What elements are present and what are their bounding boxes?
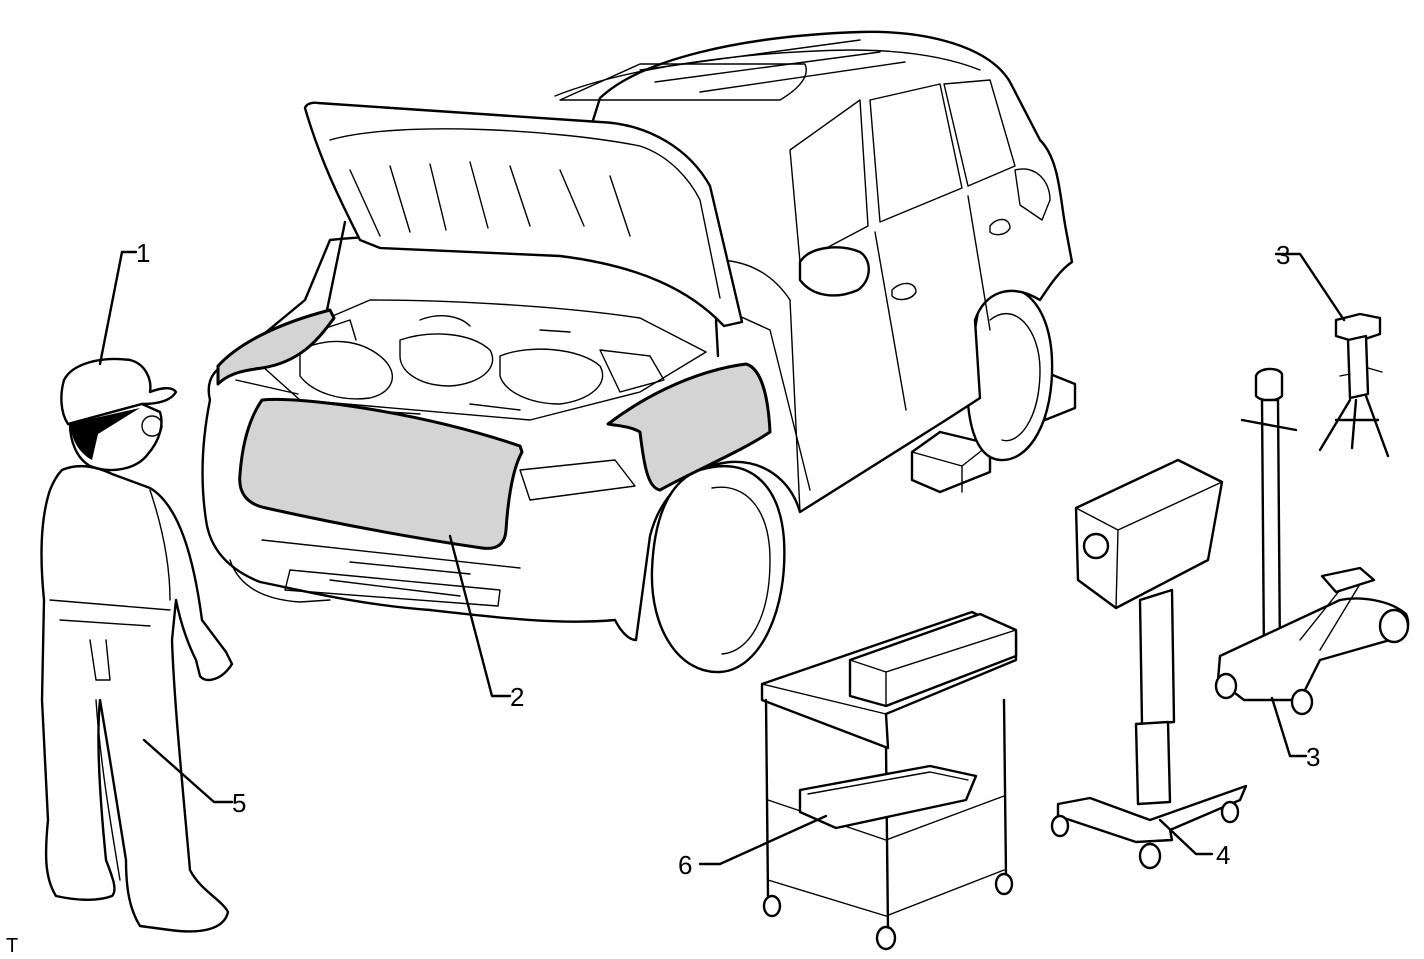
callout-headlight-tester: 4 bbox=[1216, 840, 1230, 870]
tester-caster-1 bbox=[1050, 814, 1070, 838]
tester-caster-2 bbox=[1138, 842, 1162, 870]
leader-worker-cap bbox=[98, 250, 138, 366]
worker-eye bbox=[141, 415, 163, 437]
leader-floor-jack bbox=[1270, 696, 1308, 758]
engine-component-a bbox=[299, 340, 393, 400]
protective-covers bbox=[216, 308, 772, 550]
jack-rear-wheel-left bbox=[1214, 672, 1238, 700]
callout-jack-stand: 3 bbox=[1276, 240, 1290, 270]
right-fender-cover bbox=[606, 362, 772, 492]
callout-worker-clothes: 5 bbox=[232, 788, 246, 818]
jack-handle-crossbar bbox=[1240, 418, 1298, 432]
front-wheel bbox=[650, 465, 786, 674]
front-spoiler bbox=[229, 559, 331, 603]
engine-bay-outline bbox=[261, 299, 707, 421]
callout-numbers: 1 2 3 3 4 5 6 T bbox=[6, 238, 1320, 957]
leader-headlight-tester bbox=[1158, 818, 1214, 856]
hood-latch-post bbox=[714, 318, 720, 358]
hood-ribs bbox=[349, 161, 631, 237]
front-door-window bbox=[789, 99, 869, 263]
leader-jack-stand bbox=[1274, 252, 1346, 322]
callout-worker-cap: 1 bbox=[136, 238, 150, 268]
chock-edge bbox=[911, 443, 991, 493]
callout-floor-jack: 3 bbox=[1306, 742, 1320, 772]
leader-parts-cart-tray bbox=[698, 814, 828, 866]
front-bumper-lines bbox=[261, 539, 521, 607]
engine-component-c bbox=[499, 348, 604, 405]
cart-tray-rim bbox=[807, 771, 969, 795]
jack-front-wheel bbox=[1378, 608, 1410, 644]
front-door-handle bbox=[891, 282, 917, 301]
rear-door-handle bbox=[989, 218, 1011, 236]
jack-stand-legs bbox=[1318, 394, 1390, 458]
side-mirror bbox=[798, 246, 870, 297]
tester-pivot-knob bbox=[1082, 532, 1110, 560]
callout-parts-cart-tray: 6 bbox=[678, 850, 692, 880]
rear-door-window bbox=[869, 83, 963, 223]
floor-jack bbox=[1214, 367, 1410, 716]
tester-upper-column bbox=[1138, 588, 1176, 726]
leader-lines bbox=[98, 250, 1346, 866]
grille-cover bbox=[238, 397, 524, 550]
corner-mark: T bbox=[6, 935, 18, 957]
technician bbox=[40, 357, 234, 933]
jack-stand bbox=[1318, 312, 1390, 458]
tester-caster-3 bbox=[1220, 800, 1240, 824]
jack-stand-column bbox=[1346, 334, 1370, 400]
tester-head-edges bbox=[1075, 481, 1223, 609]
tester-head bbox=[1074, 458, 1224, 610]
cart-caster-2 bbox=[875, 925, 897, 951]
vehicle bbox=[201, 30, 1077, 674]
cart-tray bbox=[798, 764, 978, 830]
cart-caster-3 bbox=[994, 872, 1014, 896]
jack-body bbox=[1216, 597, 1410, 702]
open-hood bbox=[303, 101, 744, 328]
leader-grille-cover bbox=[448, 534, 512, 698]
roof-rail bbox=[554, 49, 981, 97]
door-seams bbox=[789, 195, 991, 513]
engine-component-b bbox=[399, 333, 494, 387]
cart-bottom-shelf bbox=[767, 869, 1005, 917]
headlamp-left bbox=[235, 379, 299, 395]
engine-component-d bbox=[599, 349, 665, 393]
front-wheel-rim bbox=[711, 486, 771, 655]
jack-saddle bbox=[1320, 566, 1376, 594]
sunroof bbox=[559, 63, 807, 101]
jack-arms bbox=[1299, 583, 1361, 651]
tail-light bbox=[1014, 168, 1051, 221]
engine-hoses bbox=[319, 315, 571, 415]
headlight-tester bbox=[1050, 458, 1248, 870]
worker-belt-pocket bbox=[49, 599, 171, 681]
roof-grooves bbox=[639, 39, 906, 93]
jack-stand-pin bbox=[1339, 367, 1383, 377]
cart-toolbox bbox=[848, 612, 1018, 708]
rear-wheel-rim bbox=[989, 313, 1041, 442]
jack-rear-wheel-right bbox=[1290, 688, 1314, 716]
worker-hair bbox=[68, 408, 140, 460]
fog-lamp-slots bbox=[329, 561, 471, 597]
hood-inner-edge bbox=[329, 128, 721, 299]
tester-base bbox=[1056, 784, 1248, 844]
tester-lower-column bbox=[1134, 720, 1172, 806]
jack-handle-shaft bbox=[1260, 398, 1282, 662]
worker-coverall bbox=[40, 464, 234, 933]
jack-stand-saddle bbox=[1334, 312, 1382, 344]
left-fender-cover bbox=[216, 308, 336, 386]
parts-cart bbox=[760, 610, 1018, 951]
worker-cap bbox=[60, 357, 178, 426]
cart-toolbox-edges bbox=[849, 629, 1017, 707]
callout-grille-cover: 2 bbox=[510, 682, 524, 712]
rear-wheel-chock-front bbox=[910, 430, 992, 494]
hood-prop-rod bbox=[323, 220, 347, 322]
jack-handle-grip bbox=[1254, 367, 1284, 402]
cart-caster-1 bbox=[762, 894, 782, 918]
headlamp-right bbox=[519, 459, 636, 501]
leader-worker-clothes bbox=[142, 738, 234, 804]
worker-folds bbox=[95, 489, 171, 881]
quarter-window bbox=[943, 79, 1016, 187]
cart-top-edge bbox=[761, 659, 1017, 715]
